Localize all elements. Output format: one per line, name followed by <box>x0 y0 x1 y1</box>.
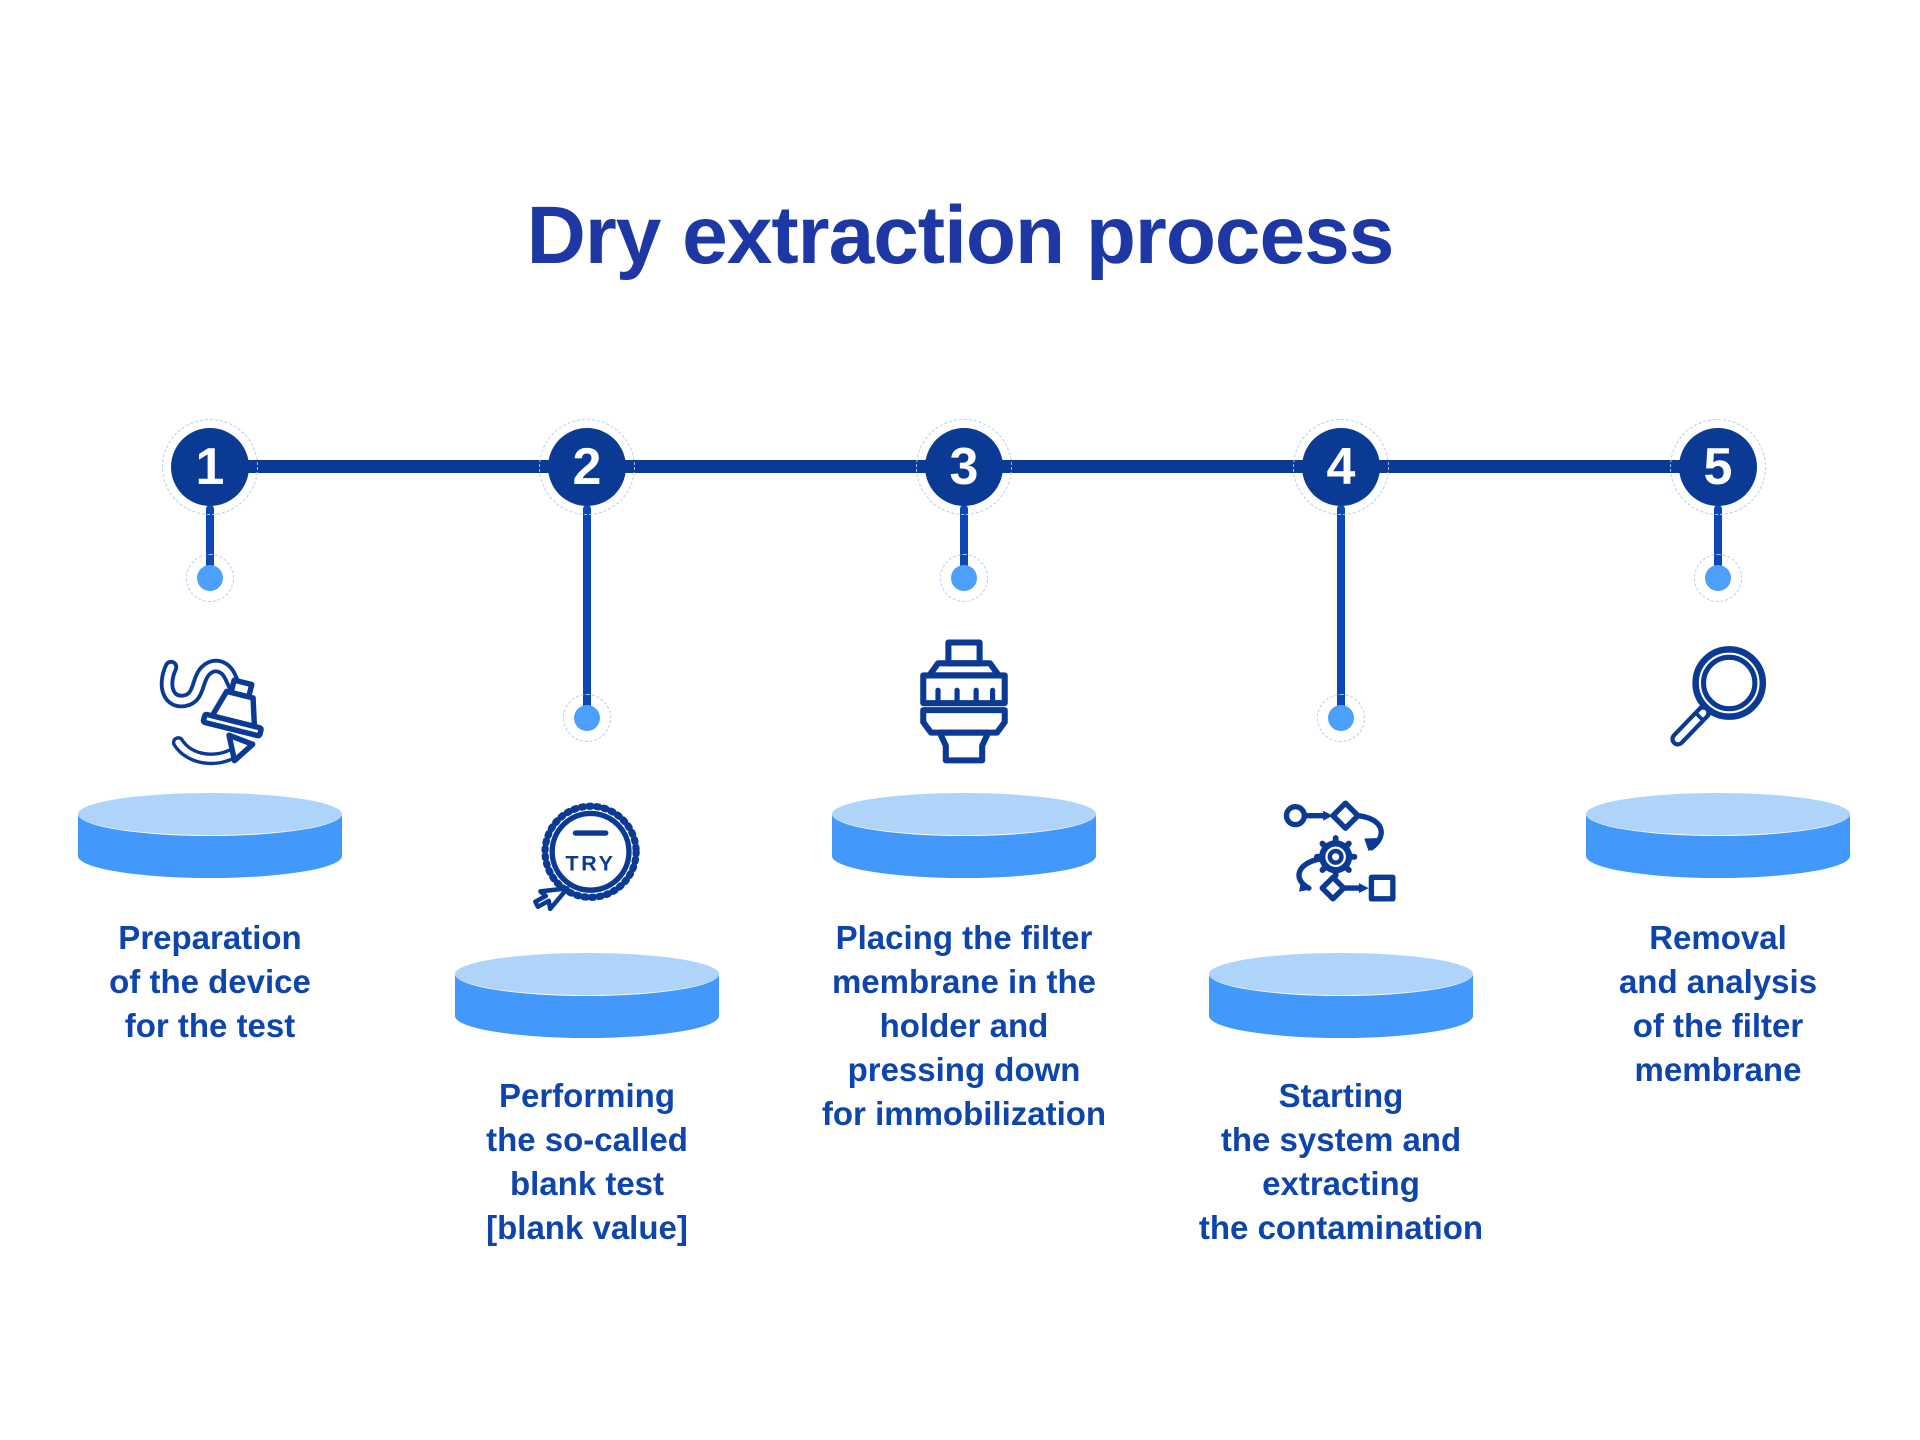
step-caption-line: Removal <box>1649 919 1787 956</box>
step-1: 1 Preparation of the device for the te <box>30 0 390 1440</box>
dashed-ring <box>162 419 258 515</box>
step-dot <box>186 554 234 602</box>
step-circle: 5 <box>1670 419 1766 515</box>
step-3: 3 Placing the filter membrane in the hol… <box>784 0 1144 1440</box>
step-2: 2 TRY Performing the so-called blank tes… <box>407 0 767 1440</box>
timeline-connector <box>960 505 968 580</box>
timeline-connector <box>1714 505 1722 580</box>
step-number: 1 <box>171 428 249 506</box>
filter-holder-icon <box>920 639 1008 764</box>
step-dot <box>1317 694 1365 742</box>
step-caption-line: of the device <box>109 963 311 1000</box>
step-circle: 3 <box>916 419 1012 515</box>
workflow-icon <box>1283 800 1396 902</box>
dashed-ring <box>1293 419 1389 515</box>
step-caption-line: for the test <box>124 1007 296 1044</box>
step-dot <box>563 694 611 742</box>
timeline-connector <box>1337 505 1345 720</box>
step-caption: Performing the so-called blank test [bla… <box>486 1074 688 1250</box>
step-caption-line: and analysis <box>1618 963 1818 1000</box>
dashed-ring <box>916 419 1012 515</box>
step-caption: Preparation of the device for the test <box>109 916 311 1048</box>
step-caption-line: extracting <box>1262 1165 1420 1202</box>
dot-dashed-ring <box>940 554 988 602</box>
step-caption-line: Starting <box>1278 1077 1404 1114</box>
step-caption-line: membrane in the <box>831 963 1097 1000</box>
step-caption: Removal and analysis of the filter membr… <box>1619 916 1817 1092</box>
dot <box>197 565 223 591</box>
step-caption-line: the so-called <box>486 1121 688 1158</box>
step-number: 4 <box>1302 428 1380 506</box>
platform-disc <box>1586 793 1850 878</box>
dot-dashed-ring <box>186 554 234 602</box>
step-caption-line: of the filter <box>1632 1007 1804 1044</box>
step-caption-line: membrane <box>1634 1051 1802 1088</box>
step-caption-line: pressing down <box>847 1051 1081 1088</box>
step-number: 5 <box>1679 428 1757 506</box>
step-5: 5 Removal and analysis of the filter mem… <box>1538 0 1898 1440</box>
step-caption-line: Performing <box>498 1077 676 1114</box>
vacuum-hose-icon <box>159 658 264 766</box>
page-title: Dry extraction process <box>526 190 1395 281</box>
step-circle: 4 <box>1293 419 1389 515</box>
platform-disc <box>455 953 719 1038</box>
dashed-ring <box>539 419 635 515</box>
step-caption-line: the contamination <box>1198 1209 1484 1246</box>
dot <box>1705 565 1731 591</box>
timeline-connector <box>583 505 591 720</box>
step-caption-line: for immobilization <box>821 1095 1107 1132</box>
step-caption-line: the system and <box>1220 1121 1462 1158</box>
magnifier-icon <box>1670 646 1767 747</box>
badge-label: TRY <box>566 852 616 876</box>
step-caption-line: Preparation <box>118 919 302 956</box>
dot-dashed-ring <box>563 694 611 742</box>
dot-dashed-ring <box>1317 694 1365 742</box>
dot <box>951 565 977 591</box>
dot <box>574 705 600 731</box>
step-circle: 1 <box>162 419 258 515</box>
step-caption-line: blank test <box>509 1165 665 1202</box>
timeline-connector <box>206 505 214 580</box>
step-caption-line: holder and <box>879 1007 1049 1044</box>
step-number: 3 <box>925 428 1003 506</box>
platform-disc <box>832 793 1096 878</box>
step-4: 4 Starting the <box>1161 0 1521 1440</box>
platform-disc <box>78 793 342 878</box>
dashed-ring <box>1670 419 1766 515</box>
dot-dashed-ring <box>1694 554 1742 602</box>
dot <box>1328 705 1354 731</box>
step-circle: 2 <box>539 419 635 515</box>
step-number: 2 <box>548 428 626 506</box>
step-caption-line: [blank value] <box>486 1209 688 1246</box>
step-caption-line: Placing the filter <box>835 919 1093 956</box>
platform-disc <box>1209 953 1473 1038</box>
step-caption: Placing the filter membrane in the holde… <box>822 916 1106 1136</box>
try-badge-icon: TRY <box>533 802 640 912</box>
step-dot <box>1694 554 1742 602</box>
step-dot <box>940 554 988 602</box>
step-caption: Starting the system and extracting the c… <box>1199 1074 1483 1250</box>
